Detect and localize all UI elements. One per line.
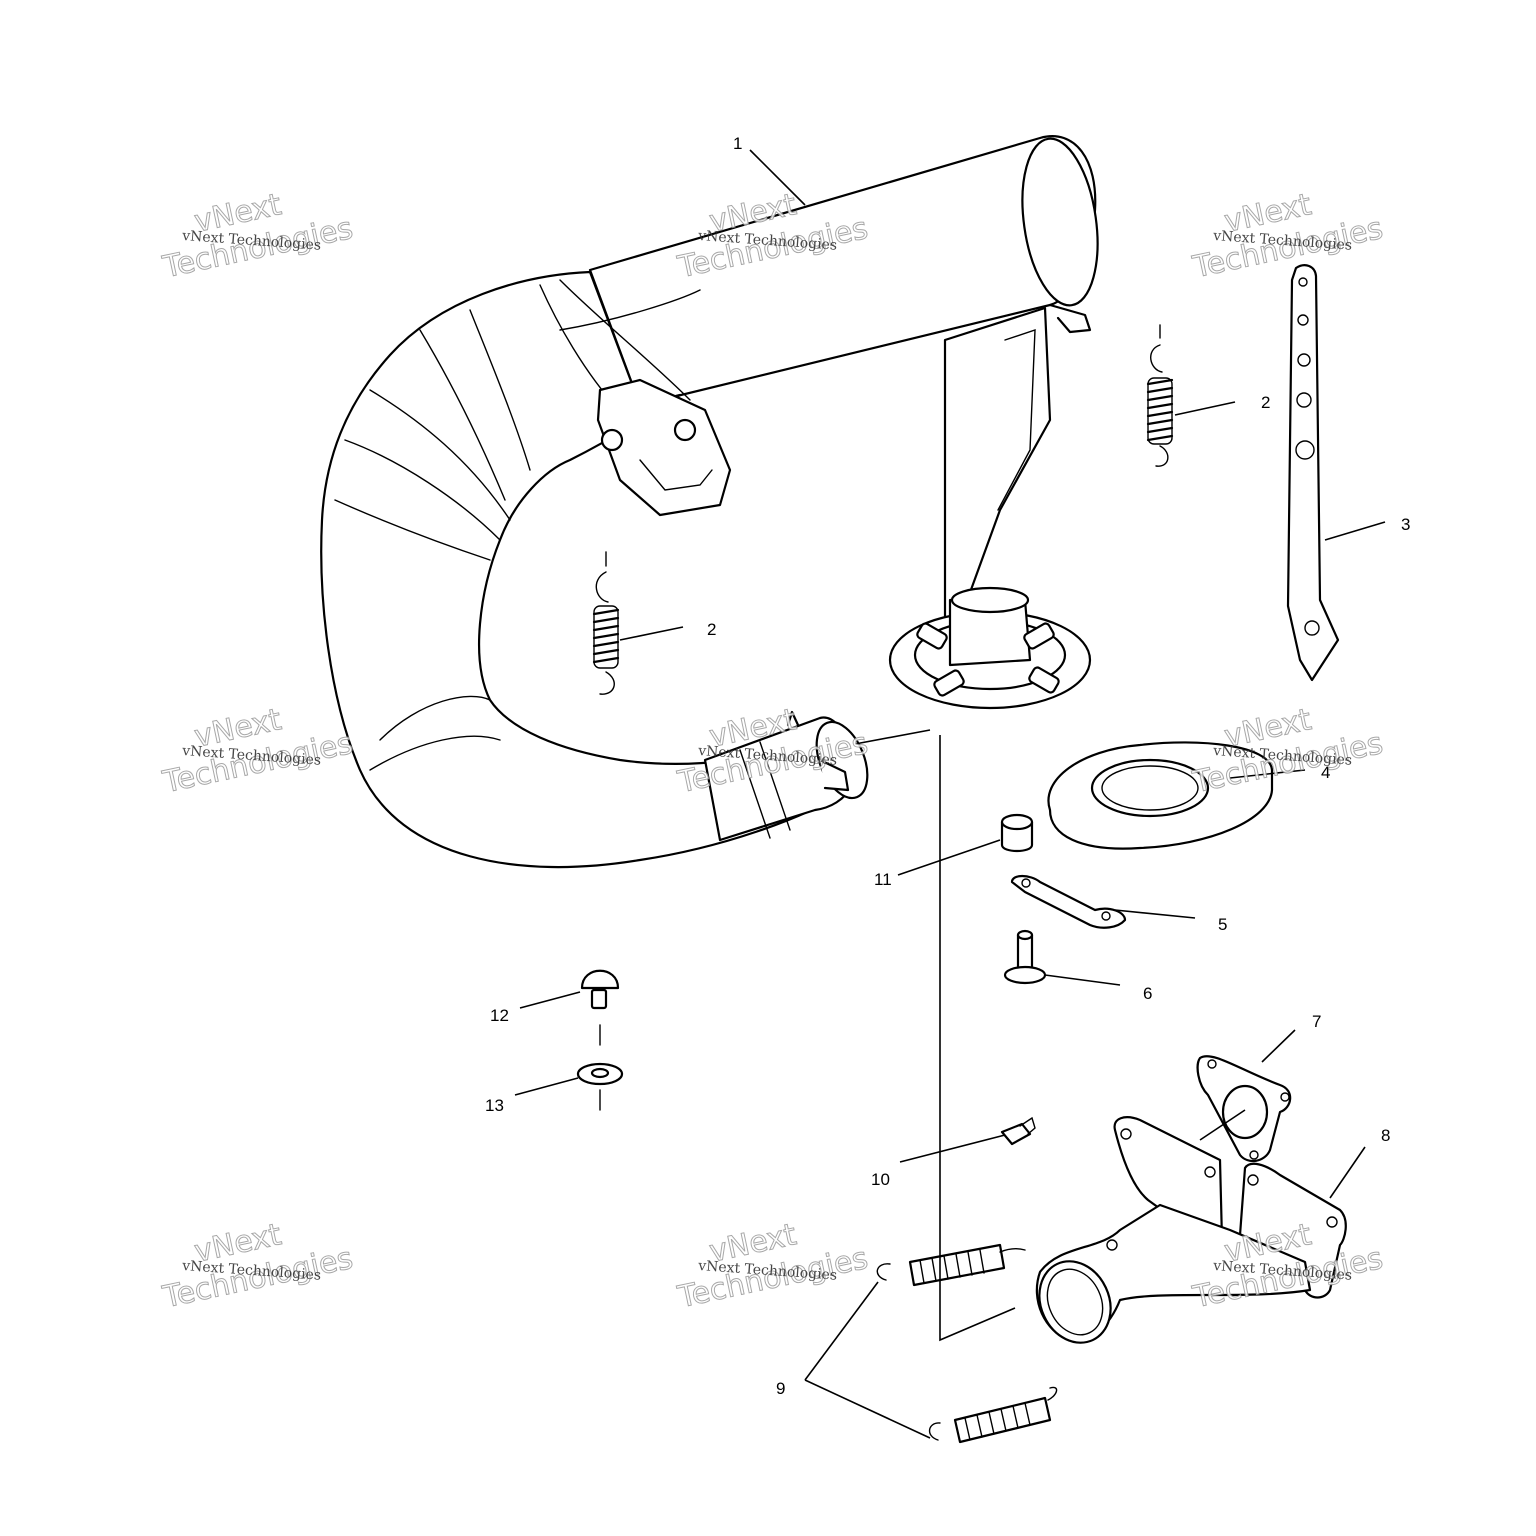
watermark-bottom-center: vNext Technologies	[674, 1217, 872, 1316]
callout-2-left: 2	[707, 620, 716, 639]
callout-6: 6	[1143, 984, 1152, 1003]
callout-3: 3	[1401, 515, 1410, 534]
gasket	[1196, 1055, 1292, 1163]
assembly-reference-line	[939, 735, 1016, 1342]
exhaust-pipe-assembly	[320, 135, 1099, 869]
callout-1: 1	[733, 134, 742, 153]
callout-5: 5	[1218, 915, 1227, 934]
callout-10: 10	[871, 1170, 890, 1189]
spring-lower-lower	[928, 1386, 1058, 1444]
callout-4: 4	[1321, 763, 1330, 782]
bolt	[1003, 929, 1047, 985]
seal-ring	[1047, 741, 1274, 850]
tab-washer	[1010, 874, 1127, 929]
washer	[576, 1062, 624, 1111]
exhaust-manifold	[1035, 1116, 1347, 1344]
callout-numbers: 1 2 2 3 4 5 6 7 8 9 10 11 12 13	[485, 134, 1410, 1398]
cap-plug	[580, 969, 620, 1046]
callout-12: 12	[490, 1006, 509, 1025]
callout-7: 7	[1312, 1012, 1321, 1031]
callout-2-upper: 2	[1261, 393, 1270, 412]
callout-13: 13	[485, 1096, 504, 1115]
spring-upper-right	[1146, 324, 1174, 467]
leader-lines	[514, 149, 1386, 1439]
spring-lower-upper	[876, 1243, 1026, 1287]
callout-11: 11	[874, 870, 892, 889]
watermark-top-right: vNext Technologies	[1189, 187, 1387, 286]
callout-8: 8	[1381, 1126, 1390, 1145]
spring-left	[592, 551, 620, 695]
callout-9: 9	[776, 1379, 785, 1398]
nut	[1000, 813, 1034, 853]
stud	[1000, 1116, 1036, 1146]
bracket-strap	[1286, 264, 1340, 682]
